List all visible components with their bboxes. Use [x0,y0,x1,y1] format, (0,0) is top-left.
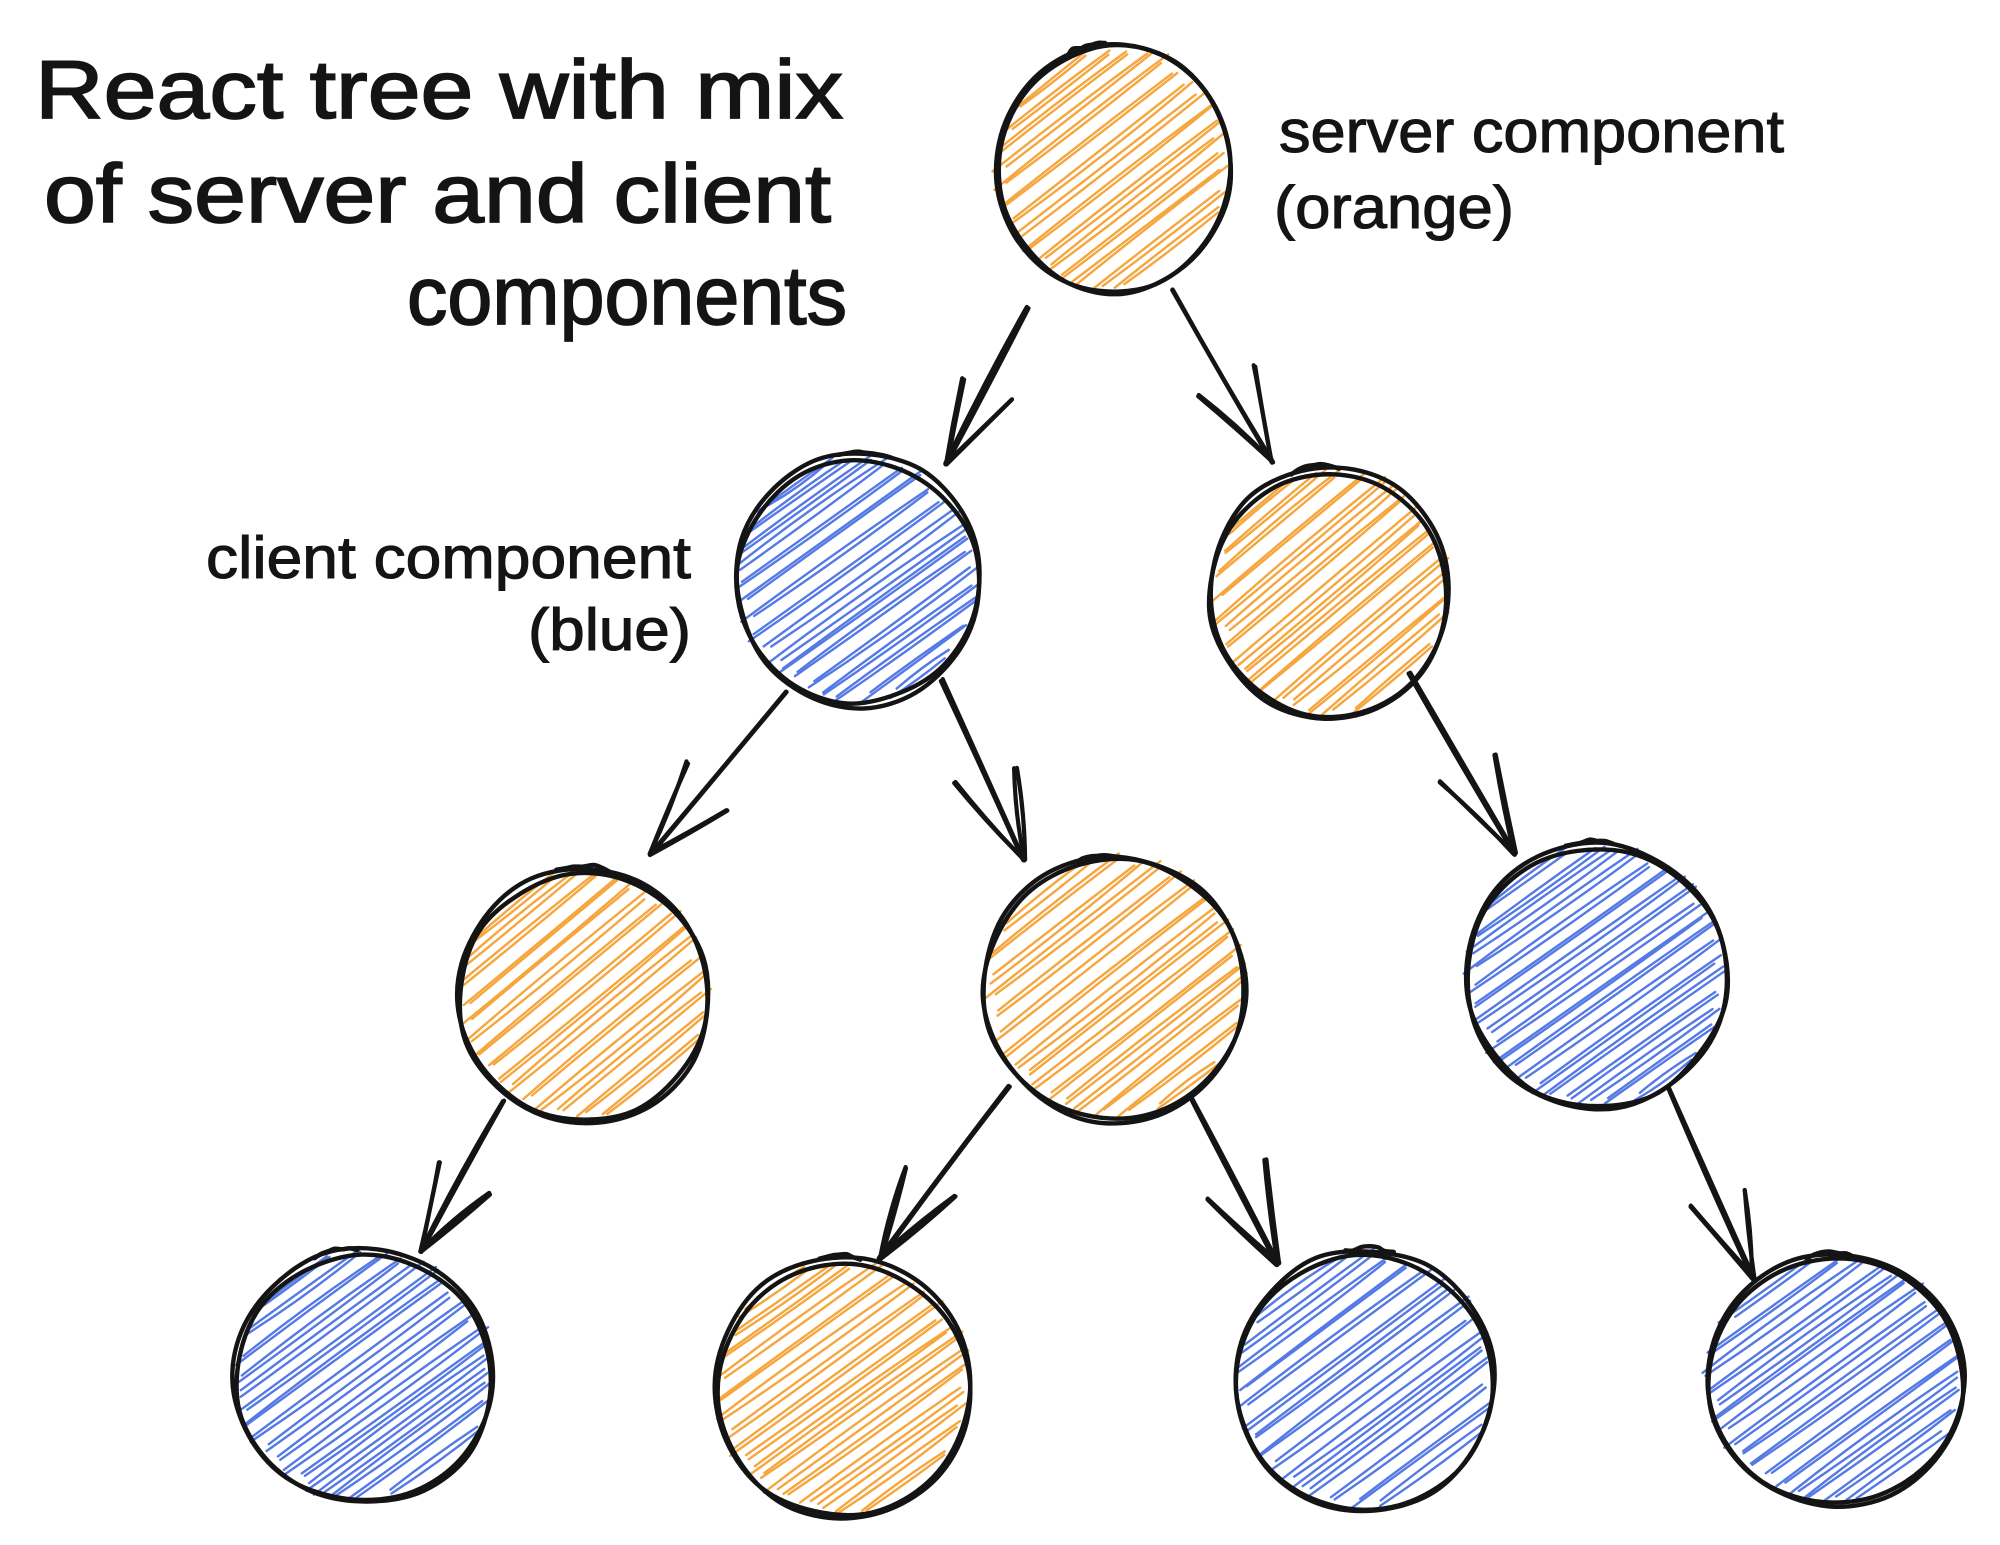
svg-text:(orange): (orange) [1274,174,1514,241]
svg-text:components: components [407,249,847,342]
svg-text:React tree with mix: React tree with mix [35,43,843,136]
svg-text:server component: server component [1279,98,1784,165]
svg-text:(blue): (blue) [528,597,691,663]
svg-text:client component: client component [206,525,691,591]
svg-text:of server and client: of server and client [44,147,831,240]
